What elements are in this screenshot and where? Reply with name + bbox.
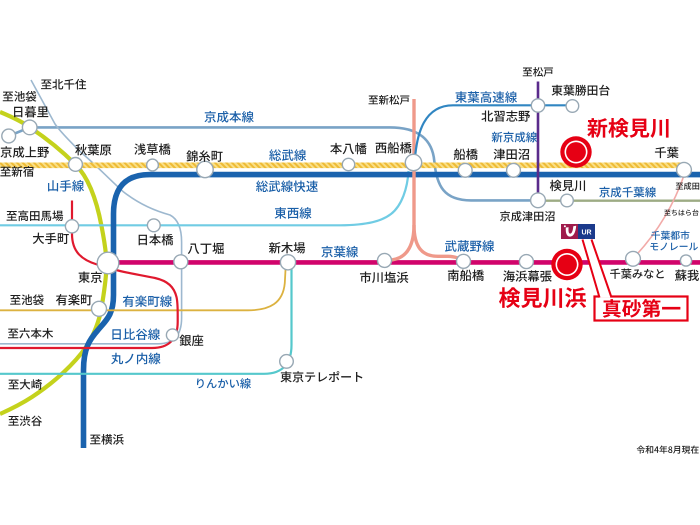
svg-text:UR: UR xyxy=(581,230,591,237)
